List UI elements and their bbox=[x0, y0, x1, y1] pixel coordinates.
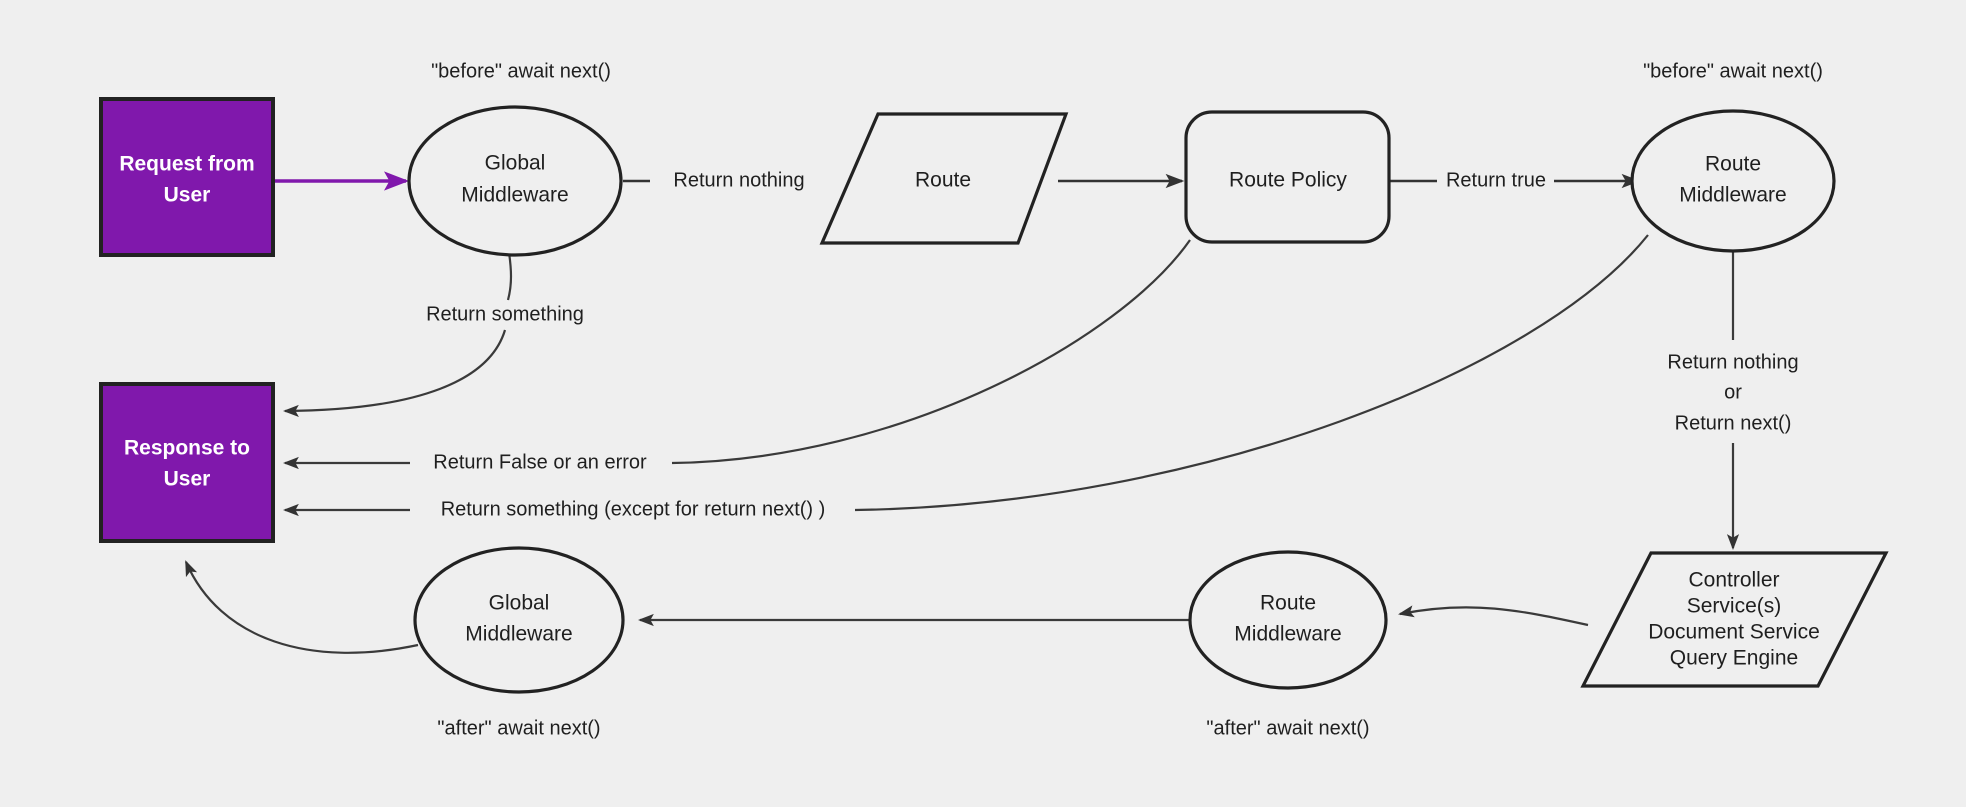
node-route[interactable]: Route bbox=[819, 112, 1069, 245]
request-from-user-label-line2: User bbox=[164, 184, 211, 207]
controller-stack-parallelogram bbox=[1580, 551, 1889, 688]
response-to-user-label-line2: User bbox=[164, 468, 211, 491]
controller-stack-label-line4: Query Engine bbox=[1670, 647, 1798, 670]
response-to-user-label-line1: Response to bbox=[124, 437, 250, 460]
edge-controller-to-route-middleware-after bbox=[1398, 605, 1589, 627]
annotation-before-await-next-route: "before" await next() bbox=[1643, 60, 1823, 82]
request-from-user-label-line1: Request from bbox=[119, 153, 254, 176]
request-from-user-box bbox=[99, 97, 275, 257]
label-route-middleware-outcome: Return nothing or Return next() bbox=[1630, 347, 1836, 437]
route-policy-box bbox=[1184, 110, 1391, 244]
route-mw-outcome-line3: Return next() bbox=[1675, 412, 1792, 434]
route-middleware-after-ellipse bbox=[1188, 550, 1388, 690]
node-response-to-user[interactable]: Response to User bbox=[99, 382, 275, 543]
label-return-something-except-next: Return something (except for return next… bbox=[412, 497, 855, 523]
route-middleware-before-label-line2: Middleware bbox=[1679, 184, 1786, 207]
annotation-after-await-next-route: "after" await next() bbox=[1206, 717, 1369, 739]
edge-global-return-something-to-response bbox=[283, 329, 507, 417]
route-middleware-before-label-line1: Route bbox=[1705, 153, 1761, 176]
return-false-or-error-text: Return False or an error bbox=[433, 451, 647, 473]
node-global-middleware-after[interactable]: Global Middleware bbox=[413, 546, 625, 694]
route-middleware-after-label-line2: Middleware bbox=[1234, 623, 1341, 646]
global-middleware-after-ellipse bbox=[413, 546, 625, 694]
return-true-text: Return true bbox=[1446, 169, 1546, 191]
global-middleware-before-ellipse bbox=[407, 105, 623, 257]
route-parallelogram bbox=[819, 112, 1069, 245]
response-to-user-box bbox=[99, 382, 275, 543]
annotation-after-await-next-global: "after" await next() bbox=[437, 717, 600, 739]
route-policy-label: Route Policy bbox=[1229, 169, 1347, 192]
route-label: Route bbox=[915, 169, 971, 192]
return-something-except-next-text: Return something (except for return next… bbox=[441, 498, 826, 520]
global-middleware-before-label-line1: Global bbox=[485, 152, 546, 175]
route-mw-outcome-line1: Return nothing bbox=[1667, 351, 1798, 373]
node-request-from-user[interactable]: Request from User bbox=[99, 97, 275, 257]
label-return-false-or-error: Return False or an error bbox=[412, 450, 670, 476]
node-global-middleware-before[interactable]: Global Middleware bbox=[407, 105, 623, 257]
node-route-middleware-after[interactable]: Route Middleware bbox=[1188, 550, 1388, 690]
route-middleware-after-label-line1: Route bbox=[1260, 592, 1316, 615]
controller-stack-label-line3: Document Service bbox=[1648, 621, 1820, 644]
return-nothing-global-text: Return nothing bbox=[673, 169, 804, 191]
controller-stack-label-line2: Service(s) bbox=[1687, 595, 1782, 618]
edge-global-mw-after-to-response bbox=[184, 560, 419, 654]
label-return-nothing-global: Return nothing bbox=[655, 168, 823, 194]
global-middleware-after-label-line2: Middleware bbox=[465, 623, 572, 646]
node-route-policy[interactable]: Route Policy bbox=[1184, 110, 1391, 244]
global-middleware-before-label-line2: Middleware bbox=[461, 184, 568, 207]
controller-stack-label-line1: Controller bbox=[1688, 569, 1779, 592]
edge-policy-to-label-false bbox=[671, 239, 1191, 465]
global-middleware-after-label-line1: Global bbox=[489, 592, 550, 615]
label-return-true: Return true bbox=[1437, 168, 1554, 194]
route-middleware-before-ellipse bbox=[1630, 109, 1836, 253]
annotation-before-await-next-global: "before" await next() bbox=[431, 60, 611, 82]
route-mw-outcome-line2: or bbox=[1724, 381, 1742, 403]
label-return-something-global: Return something bbox=[410, 302, 596, 328]
return-something-global-text: Return something bbox=[426, 303, 584, 325]
edge-route-mw-to-label-something bbox=[854, 234, 1649, 512]
node-controller-stack[interactable]: Controller Service(s) Document Service Q… bbox=[1580, 551, 1889, 688]
node-route-middleware-before[interactable]: Route Middleware bbox=[1630, 109, 1836, 253]
